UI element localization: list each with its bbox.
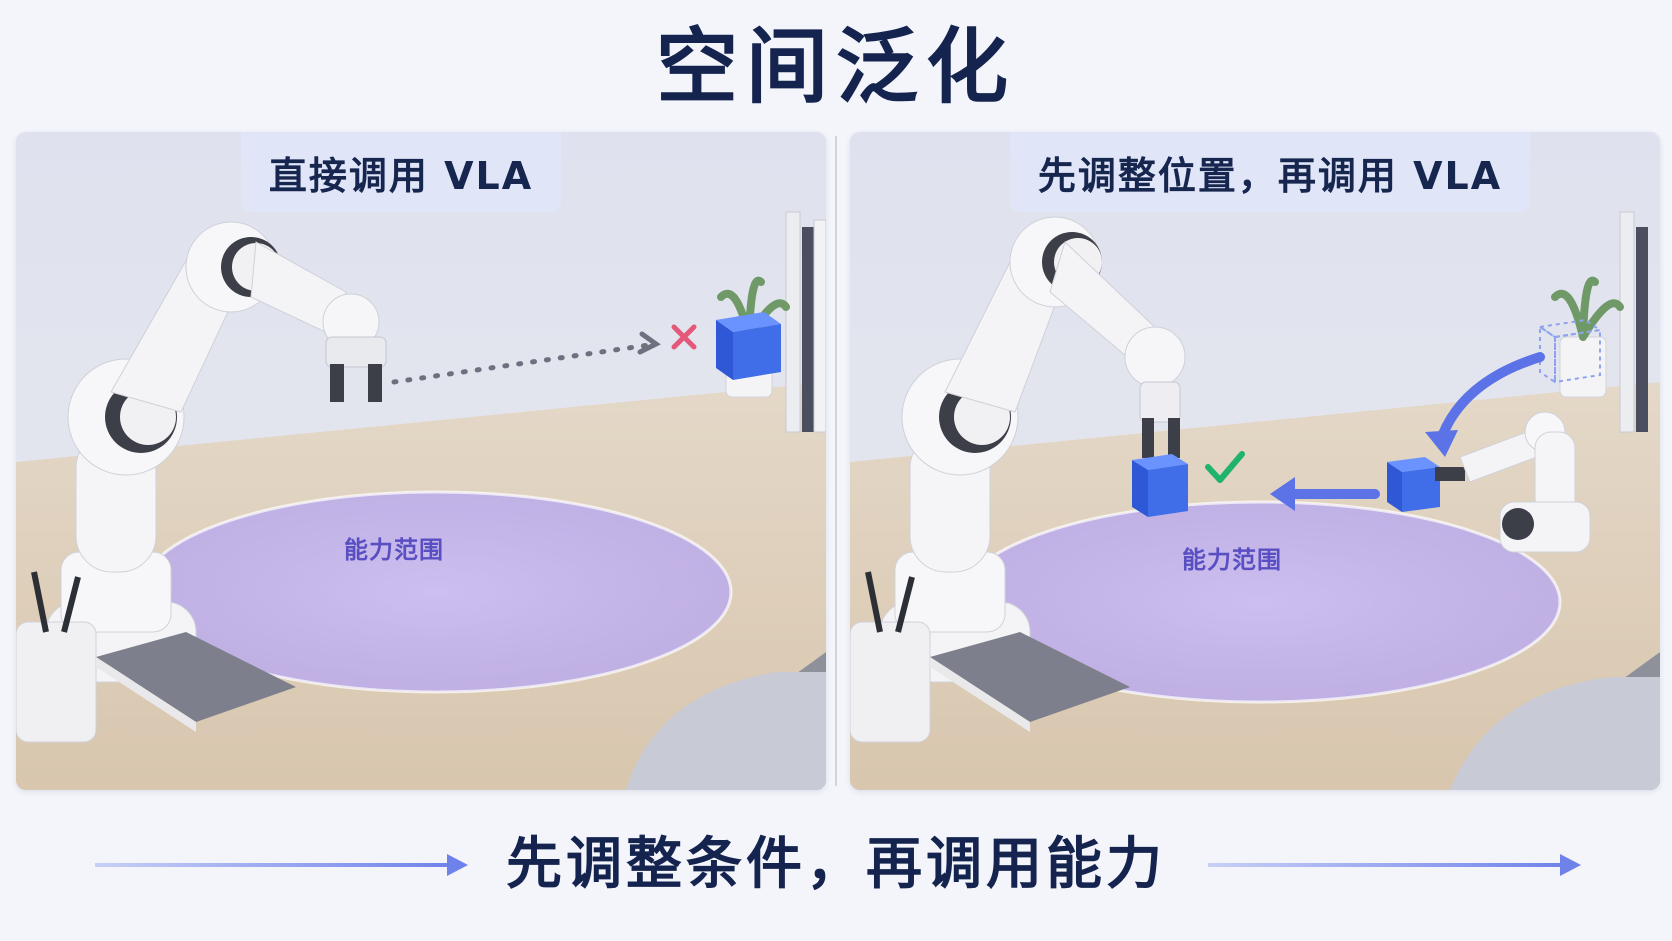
curved-arrow-icon	[1425, 430, 1458, 457]
check-icon	[1205, 451, 1245, 483]
left-scene-panel: 直接调用 VLA 能力范围	[16, 132, 826, 790]
footer-text: 先调整条件，再调用能力	[506, 832, 1166, 897]
footer: 先调整条件，再调用能力	[0, 820, 1672, 910]
right-scene-panel: 先调整位置，再调用 VLA 能力范围	[850, 132, 1660, 790]
page-title: 空间泛化	[655, 20, 1016, 115]
footer-right-arrow-icon	[1208, 854, 1581, 876]
grasped-cube	[1132, 454, 1188, 517]
helper-robot	[1387, 411, 1591, 553]
right-panel-label: 先调整位置，再调用 VLA	[1010, 132, 1530, 212]
footer-arrows	[95, 854, 1581, 876]
footer-left-arrow-icon	[95, 854, 468, 876]
right-range-label: 能力范围	[1182, 546, 1282, 574]
target-cube	[716, 312, 781, 380]
panel-divider	[835, 136, 837, 786]
left-scene-illustration	[16, 132, 826, 790]
left-range-label: 能力范围	[344, 536, 444, 564]
left-panel-label: 直接调用 VLA	[241, 132, 561, 212]
left-arrow-icon	[1270, 477, 1295, 511]
right-scene-illustration	[850, 132, 1660, 790]
cross-icon	[671, 324, 697, 350]
